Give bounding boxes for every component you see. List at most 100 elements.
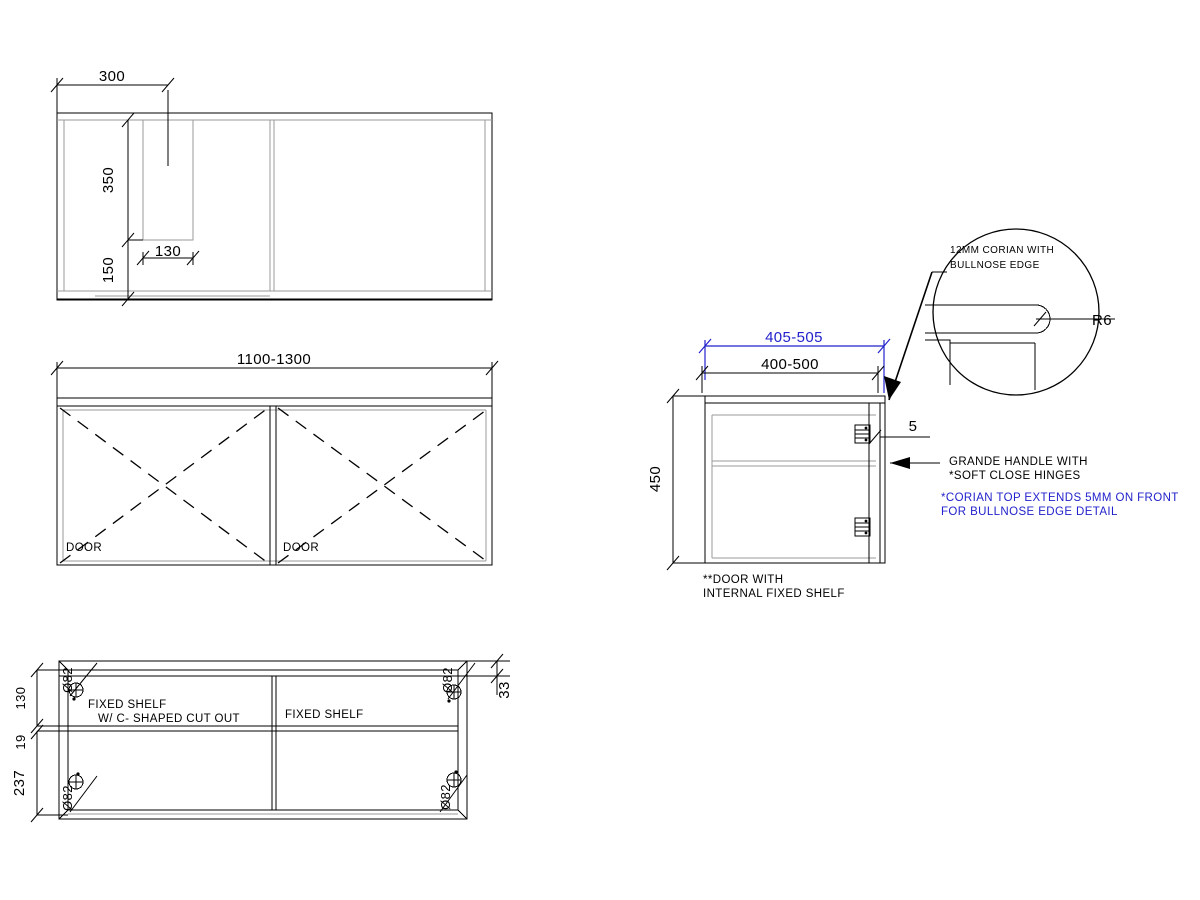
note-corian-line2: FOR BULLNOSE EDGE DETAIL (941, 506, 1118, 518)
dim-350: 350 (100, 112, 143, 248)
dim-130: 130 (136, 243, 200, 266)
hole-leader-br (439, 774, 468, 813)
view-side-section: 405-505 400-500 (647, 329, 1179, 600)
shelf-label-left-line1: FIXED SHELF (88, 699, 167, 711)
dim-300: 300 (50, 68, 175, 113)
front-corian-top (56, 397, 493, 407)
note-door-line1: **DOOR WITH (703, 574, 783, 586)
detail-leader-arrow (884, 376, 901, 400)
dim-450-tick-bot (666, 555, 680, 571)
hole-leader-tr (447, 662, 476, 700)
dim-400-label: 400-500 (761, 356, 819, 373)
top-plan-outline (56, 112, 493, 301)
note-handle-line2: *SOFT CLOSE HINGES (949, 470, 1081, 482)
dim-300-tick-right (161, 77, 175, 93)
bottom-plan-corner-tr (457, 660, 468, 671)
dim-405-tick-right (877, 338, 891, 354)
dim-stack-left: 130 19 237 (11, 662, 68, 823)
hole-dot-bl (76, 772, 80, 776)
section-corian-top (704, 395, 886, 404)
dim-5-tick (868, 429, 882, 445)
front-carcase-outline (56, 405, 493, 566)
dim-width-label: 1100-1300 (237, 351, 311, 368)
handle-leader-arrow (890, 457, 910, 469)
dim-r6-tick (1033, 311, 1047, 327)
detail-corian-profile (925, 304, 1051, 334)
hole-dot-br (454, 770, 458, 774)
dim-19-label: 19 (13, 734, 28, 749)
hole-dot-tl (72, 697, 76, 701)
dim-150-label: 150 (100, 257, 117, 283)
dim-450-label: 450 (647, 466, 664, 492)
dim-33: 33 (467, 653, 513, 699)
dim-33-label: 33 (496, 681, 513, 699)
view-top-plan: 300 350 150 (50, 68, 493, 307)
dim-130-tick-left (136, 250, 150, 266)
hole-callout-br: Ø82 (438, 770, 468, 813)
dim-5-label: 5 (909, 418, 918, 435)
dim-350-label: 350 (100, 167, 117, 193)
hole-leader-tl (69, 662, 98, 697)
hole-dot-tr (447, 699, 451, 703)
dim-350-tick-top (121, 112, 135, 128)
hinge-upper-icon (854, 424, 871, 444)
note-handle-line1: GRANDE HANDLE WITH (949, 456, 1088, 468)
bottom-plan-outline (58, 660, 468, 820)
front-door-label-right: DOOR (283, 542, 319, 554)
note-door-line2: INTERNAL FIXED SHELF (703, 588, 845, 600)
dim-5: 5 (868, 418, 930, 445)
hinge-lower-dot2 (864, 531, 868, 535)
handle-leader (890, 457, 940, 469)
hole-leader-bl (69, 775, 98, 813)
hole-label-tl: Ø82 (60, 667, 75, 693)
dim-130b-label: 130 (13, 687, 28, 710)
hole-label-bl: Ø82 (60, 785, 75, 811)
dim-300-label: 300 (99, 68, 125, 85)
dim-405-label: 405-505 (765, 329, 823, 346)
dim-33-tick-top (490, 653, 504, 669)
dim-width-tick-left (50, 360, 64, 376)
dim-450: 450 (647, 388, 705, 571)
view-front-elevation: 1100-1300 DOOR DOOR (50, 351, 499, 566)
hinge-lower-dot1 (864, 519, 868, 523)
bottom-plan-inner (67, 669, 459, 811)
view-bottom-plan: Ø82 Ø82 Ø82 (11, 653, 513, 823)
dim-overall-width: 1100-1300 (50, 351, 499, 398)
dim-r6-label: R6 (1092, 312, 1112, 329)
dim-33-tick-bot (490, 668, 504, 684)
dim-400-500: 400-500 (695, 356, 885, 393)
bottom-plan-corner-br (457, 809, 468, 820)
front-door-label-left: DOOR (66, 542, 102, 554)
dim-237-tick-bot (30, 807, 44, 823)
dim-19-tick-a (30, 718, 44, 734)
hole-callout-bl: Ø82 (60, 772, 98, 813)
detail-bubble-circle (932, 228, 1100, 396)
note-corian-line1: *CORIAN TOP EXTENDS 5MM ON FRONT (941, 492, 1179, 504)
detail-note-line2: BULLNOSE EDGE (950, 260, 1040, 271)
shelf-label-left-line2: W/ C- SHAPED CUT OUT (98, 713, 240, 725)
dim-130-label: 130 (155, 243, 181, 260)
detail-leader-line (888, 271, 933, 401)
dim-400-tick-left (695, 365, 709, 381)
dim-237-label: 237 (11, 770, 28, 796)
dim-r6: R6 (1033, 311, 1115, 329)
dim-300-tick-left (50, 77, 64, 93)
dim-150: 150 (100, 240, 135, 307)
hole-label-br: Ø82 (438, 784, 453, 810)
hinge-upper-dot1 (864, 426, 868, 430)
detail-carcase-left (925, 339, 951, 385)
shelf-label-right-line1: FIXED SHELF (285, 709, 364, 721)
dim-400-tick-right (871, 365, 885, 381)
detail-note-line1: 12MM CORIAN WITH (950, 245, 1054, 256)
dim-width-tick-right (485, 360, 499, 376)
dim-405-tick-left (698, 338, 712, 354)
hinge-upper-dot2 (864, 438, 868, 442)
dim-130-tick-right (186, 250, 200, 266)
view-detail-bubble: R6 12MM CORIAN WITH BULLNOSE EDGE (884, 228, 1115, 401)
hinge-lower-icon (854, 517, 871, 537)
bottom-plan-corner-tl (58, 660, 69, 671)
dim-150-tick-bot (121, 291, 135, 307)
hole-label-tr: Ø82 (440, 667, 455, 693)
